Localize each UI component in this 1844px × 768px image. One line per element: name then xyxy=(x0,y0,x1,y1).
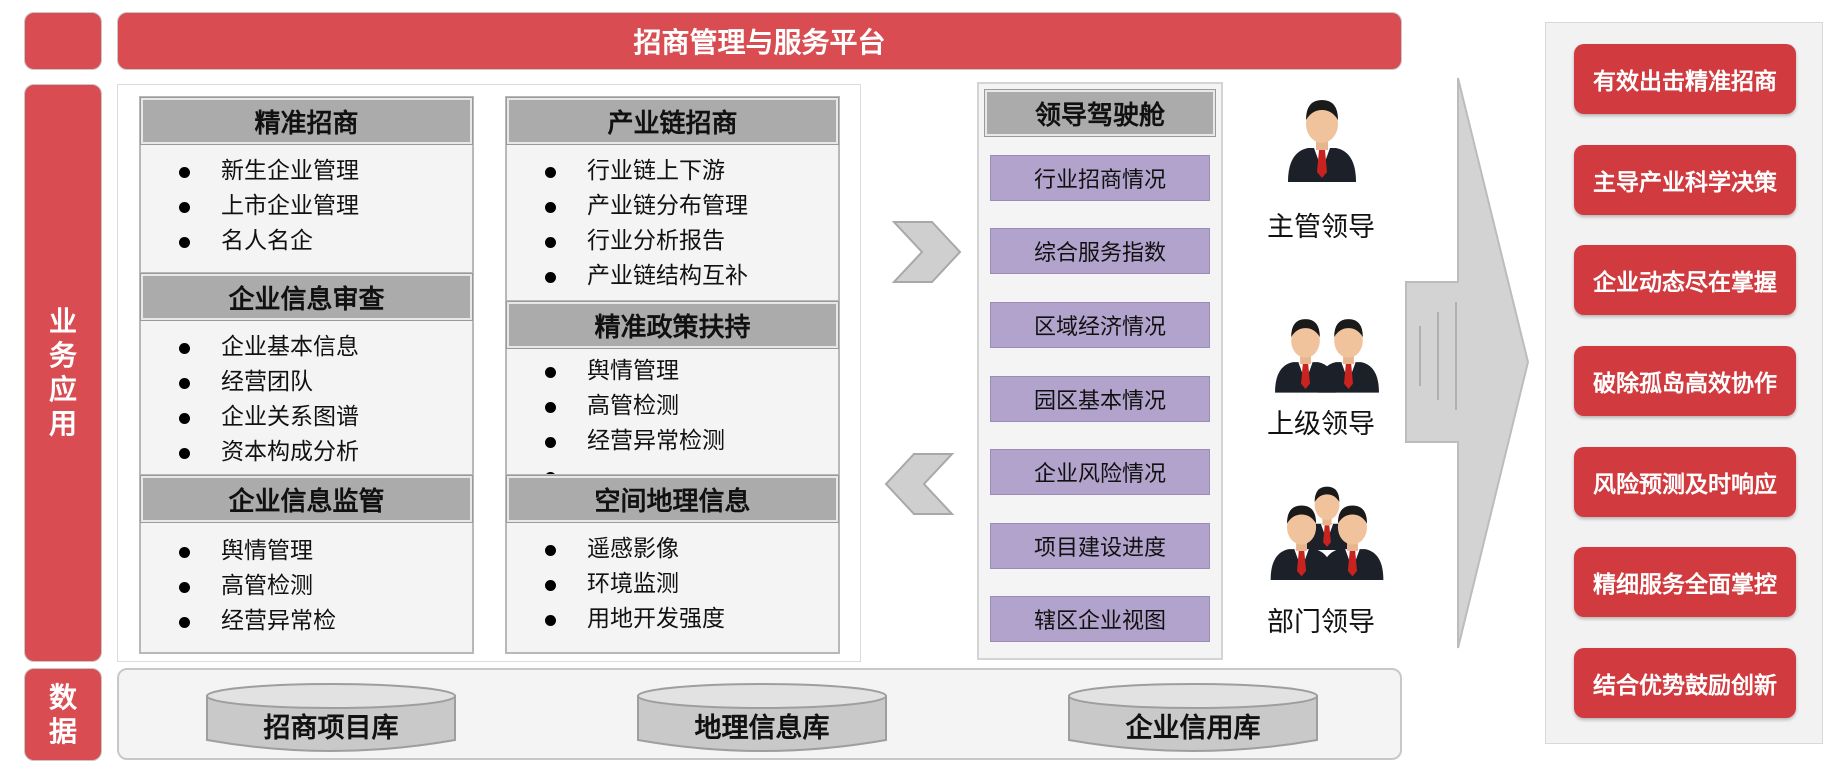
chevron-left-icon xyxy=(884,453,954,515)
business-char: 应 xyxy=(48,373,77,406)
cockpit-title: 领导驾驶舱 xyxy=(984,89,1216,137)
list-item: 高管检测 xyxy=(141,569,472,604)
leader-label: 主管领导 xyxy=(1267,212,1375,243)
cockpit-item: 行业招商情况 xyxy=(990,155,1210,201)
database-cylinder-icon xyxy=(1068,683,1318,752)
module-item-list: 企业基本信息 经营团队 企业关系图谱 资本构成分析 xyxy=(141,330,472,470)
leader-label: 上级领导 xyxy=(1267,409,1375,440)
list-item: 企业基本信息 xyxy=(141,330,472,365)
list-item: 环境监测 xyxy=(507,567,838,602)
module-title: 精准政策扶持 xyxy=(506,301,839,349)
big-arrow-icon xyxy=(1405,77,1530,649)
list-item: 新生企业管理 xyxy=(141,154,472,189)
database-label: 招商项目库 xyxy=(263,712,399,744)
business-application-label: 业 务 应 用 xyxy=(24,84,102,662)
list-item: 高管检测 xyxy=(507,389,838,424)
database-label: 地理信息库 xyxy=(694,712,830,744)
list-item: 上市企业管理 xyxy=(141,189,472,224)
cockpit-item: 园区基本情况 xyxy=(990,376,1210,422)
database-label: 企业信用库 xyxy=(1125,712,1261,744)
module-box-geo-info: 空间地理信息 遥感影像 环境监测 用地开发强度 xyxy=(505,474,840,654)
module-box-enterprise-review: 企业信息审查 企业基本信息 经营团队 企业关系图谱 资本构成分析 xyxy=(139,272,474,478)
module-item-list: 新生企业管理 上市企业管理 名人名企 xyxy=(141,154,472,259)
data-label: 数 据 xyxy=(24,668,102,761)
list-item: 经营团队 xyxy=(141,365,472,400)
module-box-industry-chain: 产业链招商 行业链上下游 产业链分布管理 行业分析报告 产业链结构互补 xyxy=(505,96,840,304)
cockpit-item: 项目建设进度 xyxy=(990,523,1210,569)
cockpit-item: 企业风险情况 xyxy=(990,449,1210,495)
list-item: 产业链分布管理 xyxy=(507,189,838,224)
list-item: 舆情管理 xyxy=(507,354,838,389)
list-item: 舆情管理 xyxy=(141,534,472,569)
chevron-right-icon xyxy=(892,221,962,283)
benefit-badge: 主导产业科学决策 xyxy=(1574,145,1796,215)
list-item: 遥感影像 xyxy=(507,532,838,567)
group-avatar-icon xyxy=(1275,319,1379,393)
benefit-badge: 结合优势鼓励创新 xyxy=(1574,648,1796,718)
list-item: 经营异常检 xyxy=(141,604,472,639)
cockpit-item: 综合服务指数 xyxy=(990,228,1210,274)
team-avatar-icon xyxy=(1270,486,1384,580)
data-char: 据 xyxy=(48,714,77,748)
list-item: 产业链结构互补 xyxy=(507,259,838,294)
header-left-tab xyxy=(24,12,102,70)
benefit-badge: 精细服务全面掌控 xyxy=(1574,547,1796,617)
module-title: 企业信息审查 xyxy=(140,273,473,321)
module-item-list: 行业链上下游 产业链分布管理 行业分析报告 产业链结构互补 xyxy=(507,154,838,294)
list-item: 经营异常检测 xyxy=(507,424,838,459)
module-title: 空间地理信息 xyxy=(506,475,839,523)
benefit-badge: 企业动态尽在掌握 xyxy=(1574,245,1796,315)
benefit-badge: 风险预测及时响应 xyxy=(1574,447,1796,517)
list-item: 名人名企 xyxy=(141,224,472,259)
module-title: 精准招商 xyxy=(140,97,473,145)
business-char: 业 xyxy=(48,305,77,338)
list-item: 行业链上下游 xyxy=(507,154,838,189)
module-item-list: 遥感影像 环境监测 用地开发强度 xyxy=(507,532,838,637)
module-box-enterprise-supervision: 企业信息监管 舆情管理 高管检测 经营异常检 xyxy=(139,474,474,654)
list-item: 行业分析报告 xyxy=(507,224,838,259)
list-item: 资本构成分析 xyxy=(141,435,472,470)
list-item: 用地开发强度 xyxy=(507,602,838,637)
module-title: 产业链招商 xyxy=(506,97,839,145)
database-cylinder-icon xyxy=(637,683,887,752)
business-char: 务 xyxy=(48,339,77,372)
benefit-badge: 破除孤岛高效协作 xyxy=(1574,346,1796,416)
leader-label: 部门领导 xyxy=(1267,607,1375,638)
cockpit-item: 区域经济情况 xyxy=(990,302,1210,348)
module-item-list: 舆情管理 高管检测 经营异常检测 …… xyxy=(507,354,838,494)
module-title: 企业信息监管 xyxy=(140,475,473,523)
module-item-list: 舆情管理 高管检测 经营异常检 xyxy=(141,534,472,639)
data-char: 数 xyxy=(48,680,77,714)
executive-avatar-icon xyxy=(1288,100,1356,182)
module-box-policy-support: 精准政策扶持 舆情管理 高管检测 经营异常检测 …… xyxy=(505,300,840,489)
cockpit-item: 辖区企业视图 xyxy=(990,596,1210,642)
business-char: 用 xyxy=(48,407,77,440)
database-cylinder-icon xyxy=(206,683,456,752)
list-item: 企业关系图谱 xyxy=(141,400,472,435)
module-box-precise-investment: 精准招商 新生企业管理 上市企业管理 名人名企 xyxy=(139,96,474,276)
benefit-badge: 有效出击精准招商 xyxy=(1574,44,1796,114)
platform-title: 招商管理与服务平台 xyxy=(117,12,1402,70)
